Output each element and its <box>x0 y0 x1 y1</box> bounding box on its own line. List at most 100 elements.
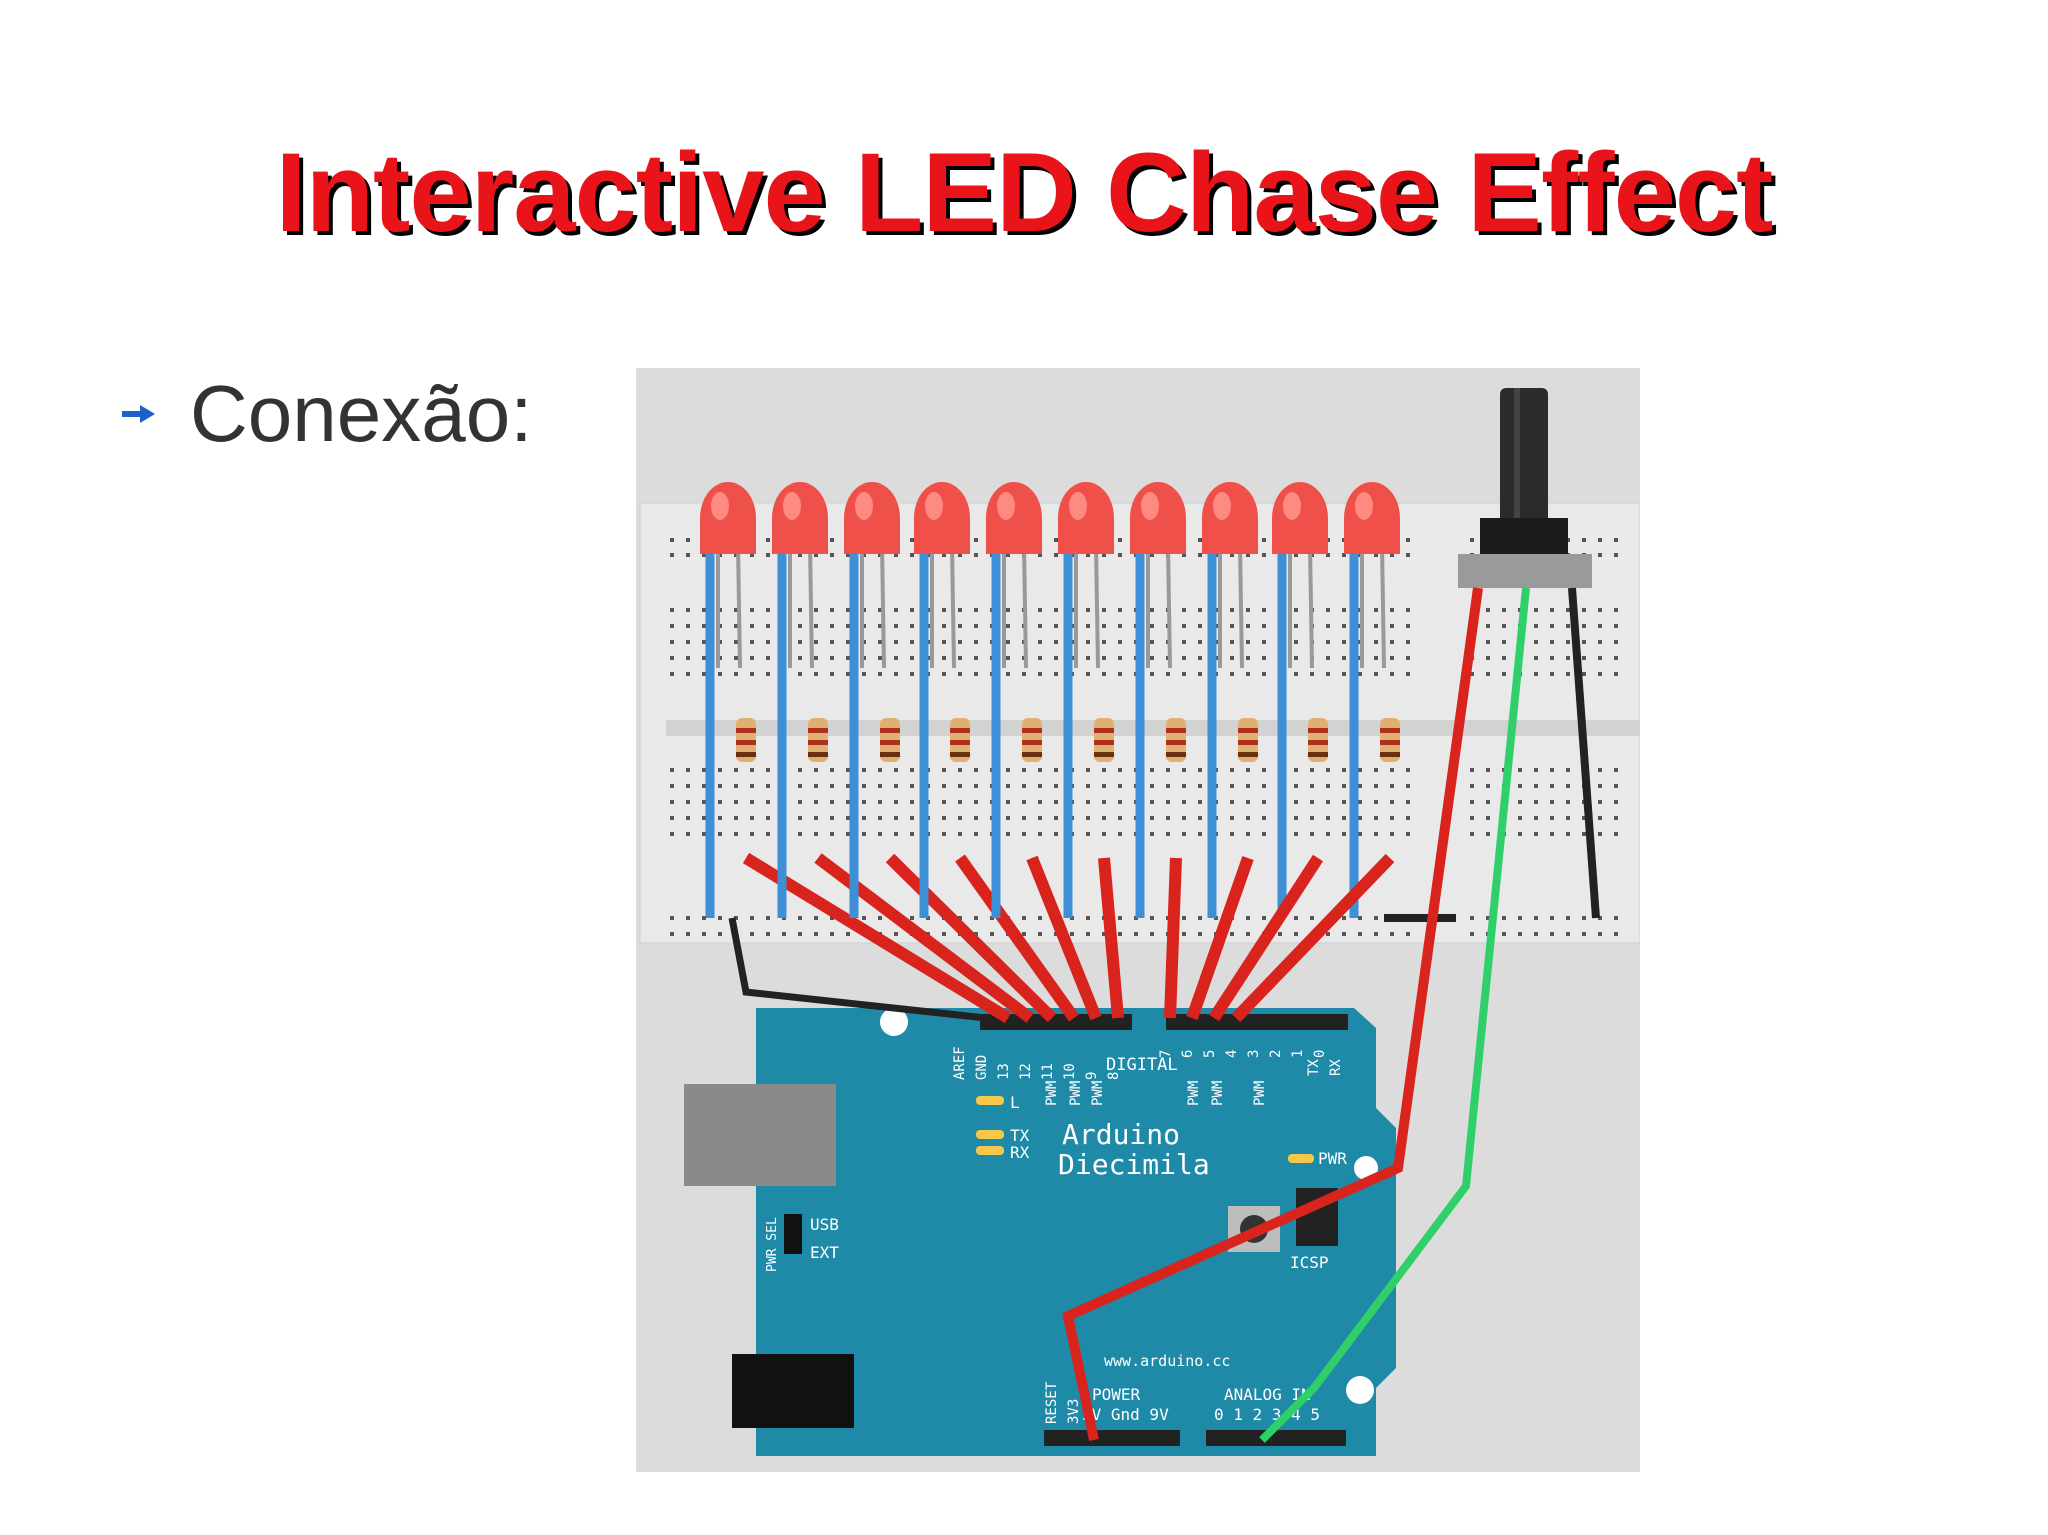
breadboard-hole <box>1182 800 1186 804</box>
breadboard-hole <box>1198 672 1202 676</box>
breadboard-hole <box>766 624 770 628</box>
breadboard-hole <box>942 656 946 660</box>
breadboard-hole <box>734 624 738 628</box>
breadboard-hole <box>1326 553 1330 557</box>
breadboard-hole <box>1182 656 1186 660</box>
breadboard-hole <box>1486 816 1490 820</box>
breadboard-hole <box>974 624 978 628</box>
breadboard-hole <box>702 800 706 804</box>
breadboard-hole <box>1582 656 1586 660</box>
breadboard-hole <box>1118 624 1122 628</box>
breadboard-hole <box>1118 538 1122 542</box>
breadboard-hole <box>1502 916 1506 920</box>
resistor-band <box>1238 752 1258 757</box>
breadboard-hole <box>1390 553 1394 557</box>
breadboard-hole <box>670 672 674 676</box>
breadboard-hole <box>942 553 946 557</box>
breadboard-hole <box>846 624 850 628</box>
breadboard-hole <box>1118 784 1122 788</box>
breadboard-hole <box>702 916 706 920</box>
breadboard-hole <box>750 656 754 660</box>
breadboard-hole <box>1390 932 1394 936</box>
breadboard-hole <box>1534 816 1538 820</box>
breadboard-hole <box>1406 800 1410 804</box>
black-pot-wire <box>1568 587 1600 919</box>
breadboard-hole <box>1198 768 1202 772</box>
breadboard-hole <box>750 553 754 557</box>
breadboard-hole <box>1182 608 1186 612</box>
breadboard-hole <box>1166 784 1170 788</box>
breadboard-hole <box>1534 784 1538 788</box>
red-signal-wire <box>955 854 1079 1022</box>
resistor-band <box>950 752 970 757</box>
pwr-led-label: PWR <box>1318 1149 1347 1168</box>
breadboard-hole <box>1038 832 1042 836</box>
resistor-band <box>1022 728 1042 733</box>
breadboard-hole <box>1262 800 1266 804</box>
breadboard-hole <box>750 608 754 612</box>
breadboard-hole <box>830 624 834 628</box>
led-body <box>1344 518 1400 554</box>
breadboard-hole <box>1038 768 1042 772</box>
breadboard-hole <box>1358 784 1362 788</box>
breadboard-hole <box>974 538 978 542</box>
breadboard-hole <box>1118 816 1122 820</box>
digital-pin-label: 5 <box>1202 1050 1218 1058</box>
breadboard-hole <box>830 784 834 788</box>
breadboard-hole <box>734 608 738 612</box>
breadboard-hole <box>1038 816 1042 820</box>
breadboard-hole <box>1598 538 1602 542</box>
breadboard-hole <box>814 640 818 644</box>
breadboard-hole <box>1262 784 1266 788</box>
breadboard-hole <box>670 608 674 612</box>
breadboard-hole <box>1470 832 1474 836</box>
breadboard-hole <box>1086 800 1090 804</box>
breadboard-hole <box>1534 640 1538 644</box>
breadboard-hole <box>830 656 834 660</box>
breadboard-hole <box>878 553 882 557</box>
breadboard-hole <box>1598 800 1602 804</box>
breadboard-hole <box>1534 672 1538 676</box>
breadboard-hole <box>1198 656 1202 660</box>
breadboard-hole <box>1006 768 1010 772</box>
breadboard-hole <box>1102 932 1106 936</box>
breadboard-hole <box>1054 624 1058 628</box>
breadboard-hole <box>1614 656 1618 660</box>
red-signal-wire <box>1186 856 1254 1020</box>
breadboard-hole <box>1006 832 1010 836</box>
breadboard-hole <box>1198 916 1202 920</box>
digital-pin-label: 3 <box>1246 1050 1262 1058</box>
breadboard-hole <box>1614 538 1618 542</box>
breadboard-hole <box>1022 832 1026 836</box>
breadboard-hole <box>1550 916 1554 920</box>
breadboard-hole <box>1038 784 1042 788</box>
breadboard-hole <box>1006 656 1010 660</box>
breadboard-hole <box>1534 832 1538 836</box>
breadboard-hole <box>814 832 818 836</box>
breadboard-hole <box>734 800 738 804</box>
breadboard-hole <box>1086 672 1090 676</box>
breadboard-hole <box>1230 784 1234 788</box>
breadboard-hole <box>1006 816 1010 820</box>
breadboard-hole <box>1326 832 1330 836</box>
breadboard-hole <box>670 538 674 542</box>
breadboard-hole <box>1374 932 1378 936</box>
red-signal-wire <box>1098 857 1124 1019</box>
breadboard-hole <box>910 784 914 788</box>
breadboard-hole <box>1294 640 1298 644</box>
breadboard-hole <box>686 916 690 920</box>
breadboard-hole <box>1006 672 1010 676</box>
breadboard-hole <box>1582 538 1586 542</box>
breadboard-hole <box>1614 640 1618 644</box>
breadboard-hole <box>830 768 834 772</box>
breadboard-hole <box>1038 656 1042 660</box>
breadboard-hole <box>814 784 818 788</box>
breadboard-hole <box>766 553 770 557</box>
breadboard-hole <box>1262 768 1266 772</box>
breadboard-hole <box>718 832 722 836</box>
resistor-band <box>950 740 970 745</box>
breadboard-hole <box>830 553 834 557</box>
breadboard-hole <box>1374 768 1378 772</box>
red-signal-wire <box>885 853 1057 1023</box>
bullet-text: Conexão: <box>190 369 533 458</box>
